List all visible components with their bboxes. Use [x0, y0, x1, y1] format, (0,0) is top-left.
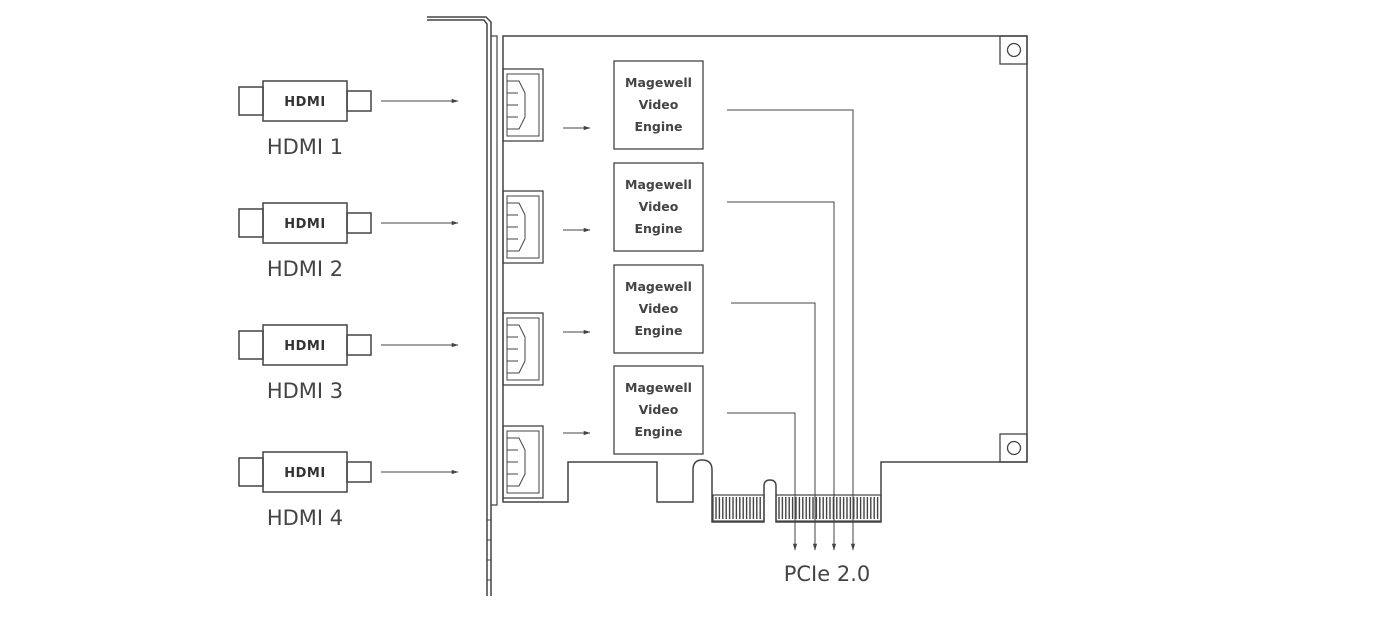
mounting-bracket: [427, 16, 498, 596]
hdmi-input-label-1: HDMI 1: [267, 135, 343, 159]
hdmi-socket-3: [502, 312, 544, 386]
hdmi-cable-plug-3: HDMI: [238, 324, 372, 366]
bus-line-3: [731, 302, 818, 551]
hdmi-cable-plug-4: HDMI: [238, 451, 372, 493]
hdmi-logo: HDMI: [284, 466, 325, 481]
hdmi-socket-1: [502, 68, 544, 142]
mounting-hole-bottom: [999, 433, 1028, 463]
engine-text-line2: Video: [639, 301, 679, 316]
hdmi-input-label-4: HDMI 4: [267, 506, 343, 530]
engine-text-line3: Engine: [634, 323, 682, 338]
hdmi-cable-plug-1: HDMI: [238, 80, 372, 122]
hdmi-socket-2: [502, 190, 544, 264]
hdmi-logo: HDMI: [284, 339, 325, 354]
mounting-hole-top: [999, 35, 1028, 65]
pcb-board-outline: [502, 35, 1028, 523]
hdmi-logo: HDMI: [284, 217, 325, 232]
hdmi-cable-plug-2: HDMI: [238, 202, 372, 244]
engine-text-line3: Engine: [634, 119, 682, 134]
hdmi-logo: HDMI: [284, 95, 325, 110]
engine-text-line2: Video: [639, 402, 679, 417]
engine-text-line1: Magewell: [625, 380, 692, 395]
engine-text-line2: Video: [639, 199, 679, 214]
engine-text-line3: Engine: [634, 221, 682, 236]
pcie-edge-connector: [712, 494, 882, 522]
hdmi-socket-4: [502, 425, 544, 499]
hdmi-input-label-2: HDMI 2: [267, 257, 343, 281]
bus-line-1: [727, 109, 856, 551]
engine-text-line1: Magewell: [625, 177, 692, 192]
engine-text-line3: Engine: [634, 424, 682, 439]
bus-line-4: [727, 412, 798, 551]
engine-text-line1: Magewell: [625, 279, 692, 294]
hdmi-input-label-3: HDMI 3: [267, 379, 343, 403]
bus-line-2: [727, 201, 837, 551]
engine-text-line1: Magewell: [625, 75, 692, 90]
engine-text-line2: Video: [639, 97, 679, 112]
pcie-label: PCIe 2.0: [784, 562, 871, 586]
